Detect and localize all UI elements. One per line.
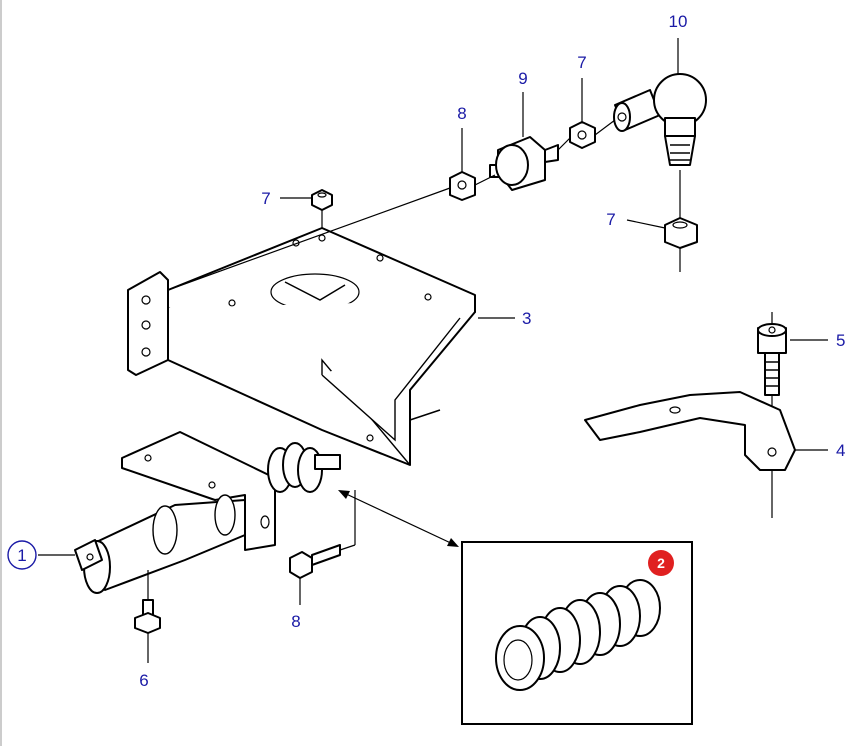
assembly-line-top [167,187,451,291]
rubber-mount-9 [489,136,559,191]
assembly-line-top-4 [594,119,616,136]
callout-2: 2 [657,555,665,571]
callout-7-center: 7 [261,189,270,208]
callout-8-bottom: 8 [291,612,300,631]
mounting-bracket [127,227,476,466]
nut-7-right [664,217,698,272]
callout-8-top: 8 [457,104,466,123]
nut-7-top [569,121,596,149]
link-arm-4 [584,391,796,518]
ball-joint-10 [613,73,707,166]
bolt-5 [757,312,787,410]
callout-2-badge [648,550,674,576]
actuator-cylinder [74,431,341,594]
callout-5: 5 [836,331,845,350]
assembly-line-top-2 [474,174,496,186]
callout-1: 1 [17,546,26,565]
screw-6 [134,570,161,663]
callout-3: 3 [522,309,531,328]
bellows-boot-2 [495,579,661,691]
callout-9: 9 [518,69,527,88]
detail-arrow [338,490,459,547]
nut-7-center [311,189,333,228]
bolt-8-bottom [289,490,356,605]
callout-6: 6 [139,671,148,690]
callout-4: 4 [836,441,845,460]
nut-8-top [449,171,476,201]
callout-1-circle [7,540,37,570]
leader-7-right [626,219,666,229]
callout-7-top: 7 [577,53,586,72]
callout-7-right: 7 [606,210,615,229]
assembly-line-top-3 [557,137,571,151]
callout-10: 10 [669,12,688,31]
